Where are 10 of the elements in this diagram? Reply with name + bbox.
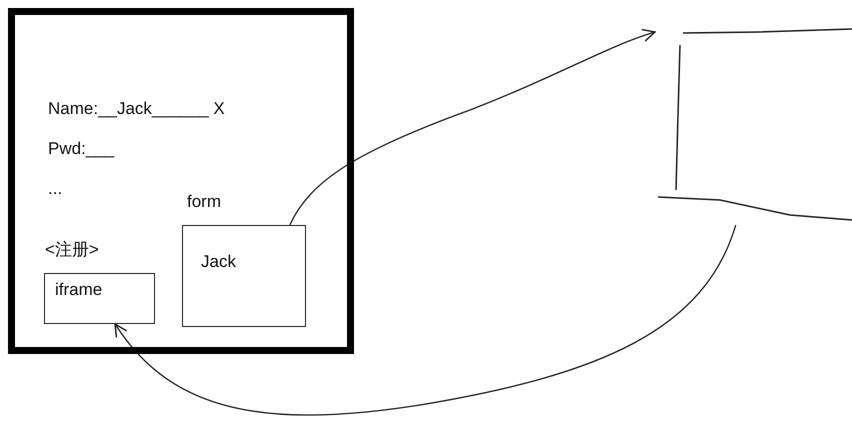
heading-text: form — [187, 192, 221, 212]
name-field-text: Name:__Jack______ X — [48, 99, 225, 119]
arrow — [289, 29, 656, 226]
arrow — [114, 224, 736, 416]
field-value-text: Jack — [201, 252, 236, 272]
window-frame — [8, 8, 354, 354]
ellipsis-text: ... — [48, 179, 62, 199]
heading-text: <注册> — [45, 240, 99, 260]
iframe-label: iframe — [55, 280, 102, 300]
password-field-text: Pwd:___ — [48, 139, 114, 159]
